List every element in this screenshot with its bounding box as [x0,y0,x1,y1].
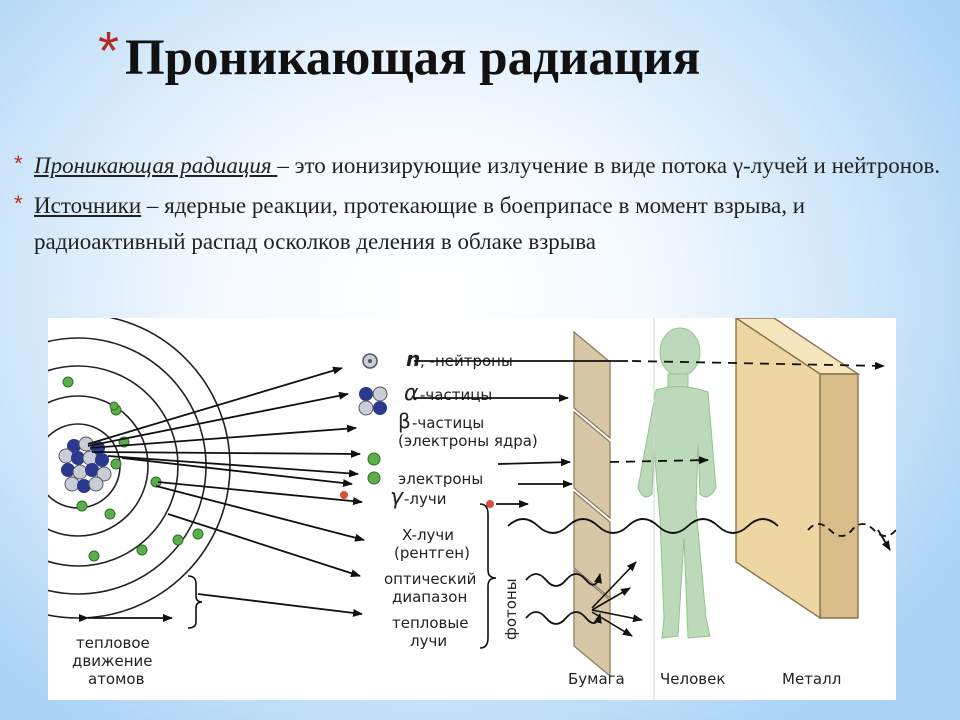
bullet-list: * Проникающая радиация – это ионизирующи… [12,148,942,264]
label-neutrons-symbol: n [406,347,420,371]
scatter-arrows [591,561,643,637]
bullet-asterisk-icon: * [14,151,23,176]
metal-block [734,318,861,620]
human-figure-icon [637,327,717,639]
label-thermal-2: лучи [410,632,447,650]
label-photons: фотоны [502,578,520,640]
label-beta-2: (электроны ядра) [398,432,538,450]
label-optical-1: оптический [384,570,476,588]
bullet-term: Источники [34,193,142,218]
bullet-sources: * Источники – ядерные реакции, протекающ… [12,188,942,260]
title-asterisk-icon: * [98,21,120,81]
label-paper: Бумага [568,670,625,688]
label-gamma-symbol: γ [390,485,404,510]
label-electrons: электроны [398,470,483,488]
bullet-definition: * Проникающая радиация – это ионизирующи… [12,148,942,184]
label-xray-2: (рентген) [394,544,470,562]
paper-sheets [573,330,611,678]
label-human: Человек [660,670,725,688]
gamma-dot-icon [340,491,348,499]
label-thermal-1: тепловые [392,614,468,632]
emission-arrows [87,366,365,617]
thermal-brace [187,575,203,629]
penetration-lines [414,360,896,625]
photon-brace [479,503,497,649]
label-thermal-motion-3: атомов [88,670,144,688]
label-optical-2: диапазон [392,588,467,606]
label-alpha-symbol: α [404,381,419,406]
photon-dot-icon [486,500,494,508]
alpha-particle-icon [358,386,388,416]
electron-icon [367,471,381,485]
label-thermal-motion-1: тепловое [76,634,150,652]
label-alpha: -частицы [420,386,492,404]
label-xray-1: X-лучи [402,526,454,544]
bullet-text: – это ионизирующие излучение в виде пото… [277,153,941,178]
title-row: * Проникающая радиация [98,18,700,98]
label-thermal-motion-2: движение [72,652,153,670]
label-beta-1: -частицы [412,414,484,432]
slide-title: Проникающая радиация [125,30,701,86]
electron-shells [48,318,231,619]
bullet-asterisk-icon: * [14,191,23,216]
radiation-diagram-svg: n , -нейтроны α -частицы β -частицы (эле… [48,318,896,700]
label-gamma: -лучи [404,490,447,508]
beta-electron-icon [367,452,381,466]
bullet-text: – ядерные реакции, протекающие в боеприп… [34,193,806,254]
radiation-diagram: n , -нейтроны α -частицы β -частицы (эле… [48,318,896,700]
bullet-term: Проникающая радиация [34,153,278,178]
atom-nucleus [58,436,112,493]
neutron-particle-icon [362,353,378,369]
label-beta-symbol: β [398,409,411,433]
label-metal: Металл [782,670,841,688]
